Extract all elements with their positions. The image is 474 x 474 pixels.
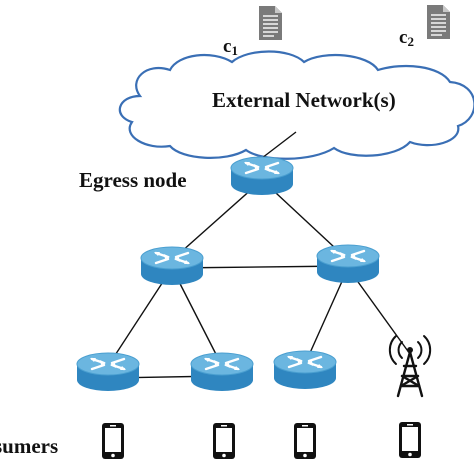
link-egress-cloud (261, 131, 297, 159)
egress-router-icon (229, 155, 295, 197)
smartphone-icon (102, 423, 124, 459)
document-icon (426, 4, 451, 40)
external-network-label: External Network(s) (212, 88, 396, 112)
external-network-cloud (118, 50, 474, 160)
link-right-br (304, 267, 349, 365)
cell-tower-icon (388, 335, 432, 398)
smartphone-icon (213, 423, 235, 459)
link-left-bl (107, 267, 173, 367)
router-icon (75, 351, 141, 393)
content-label-c2: c2 (399, 27, 414, 49)
document-icon (258, 5, 283, 41)
smartphone-icon (399, 422, 421, 458)
content-label-c1: c1 (223, 36, 238, 58)
consumers-label: sumers (0, 434, 59, 458)
router-icon (189, 351, 255, 393)
smartphone-icon (294, 423, 316, 459)
router-icon (272, 349, 338, 391)
router-icon (315, 243, 381, 285)
router-icon (139, 245, 205, 287)
egress-node-label: Egress node (79, 168, 187, 192)
